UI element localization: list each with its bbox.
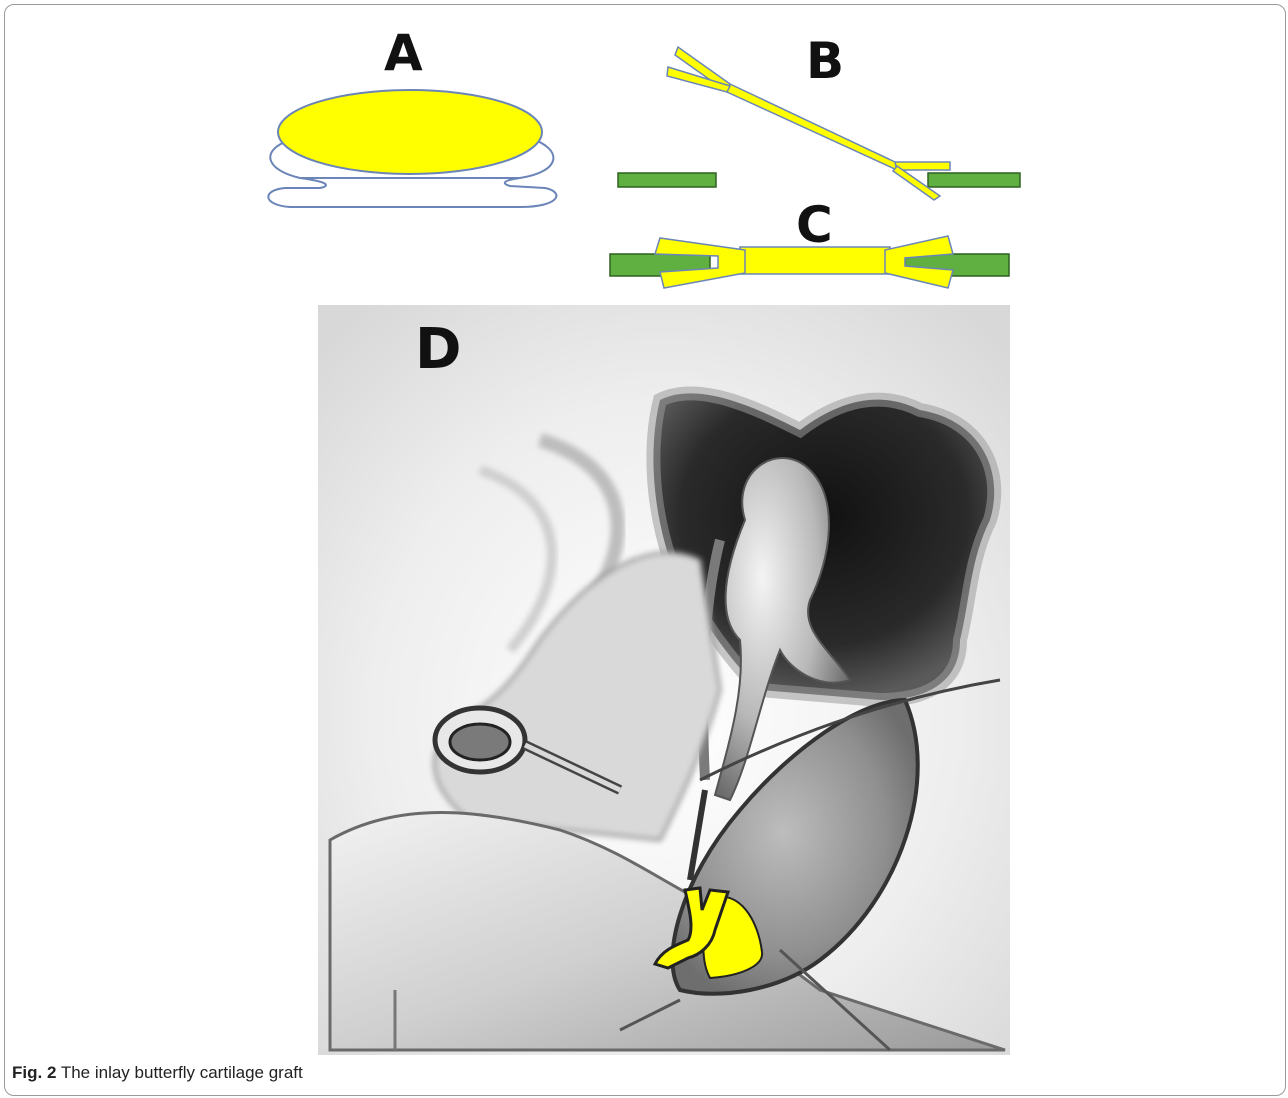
panel-d-ear-illustration <box>318 305 1010 1055</box>
panel-label-d: D <box>415 322 461 378</box>
panel-label-b: B <box>806 36 844 86</box>
figure-number: Fig. 2 <box>12 1063 56 1082</box>
panel-a-graft <box>268 90 556 207</box>
panel-label-a: A <box>384 28 423 78</box>
panel-label-c: C <box>796 200 833 250</box>
figure-caption-text: The inlay butterfly cartilage graft <box>61 1063 303 1082</box>
figure-caption: Fig. 2 The inlay butterfly cartilage gra… <box>12 1063 303 1083</box>
